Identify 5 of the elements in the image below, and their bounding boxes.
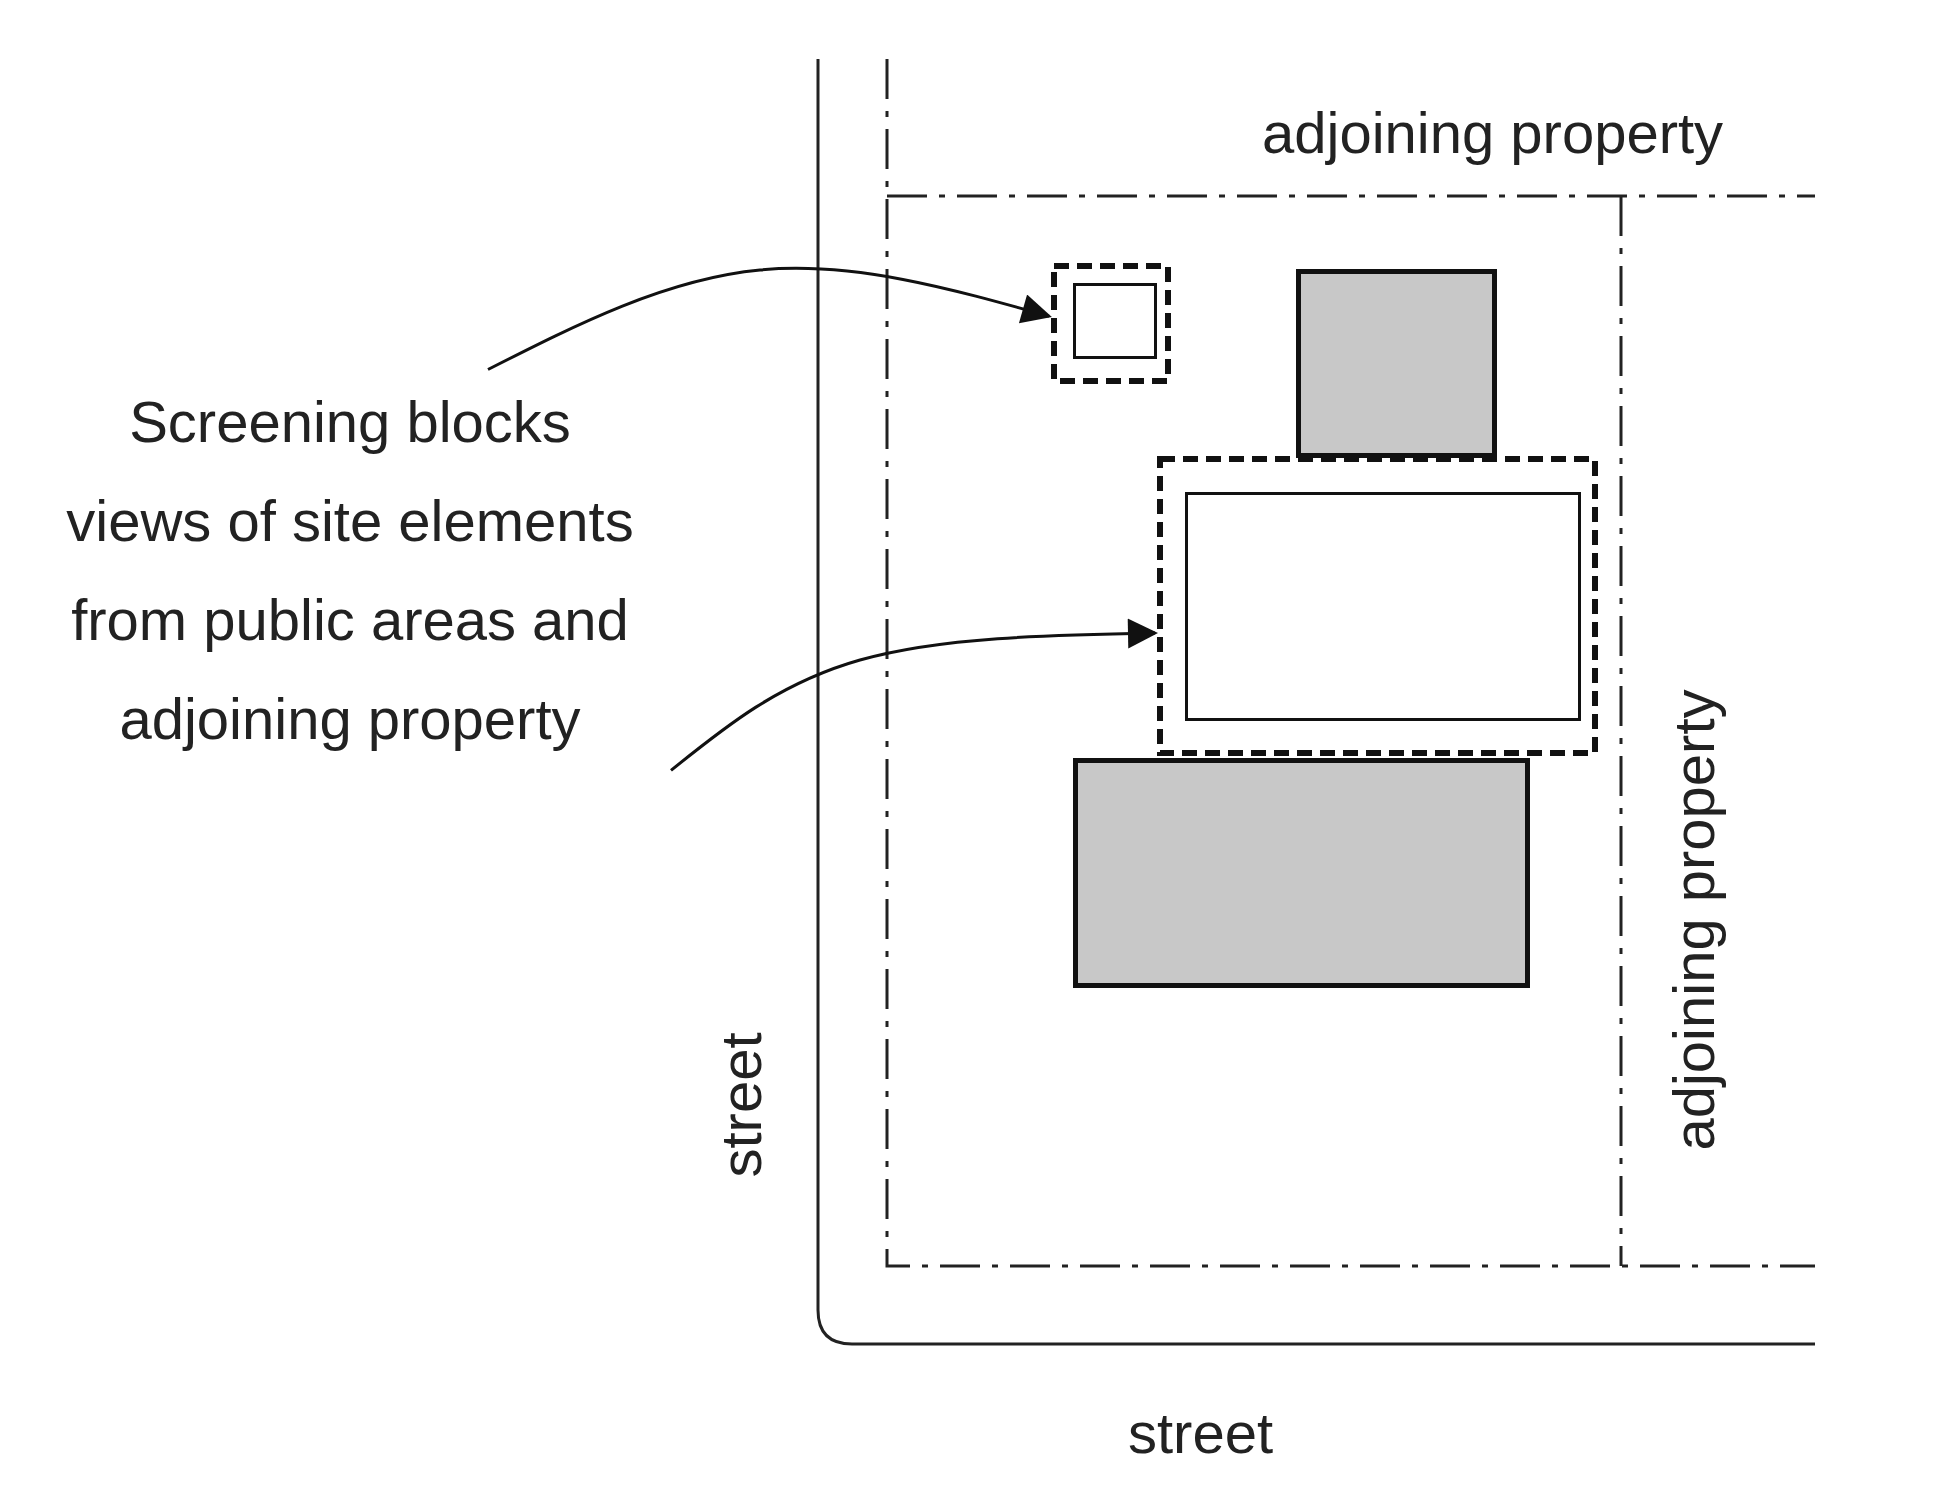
leader-arrow [670, 618, 1158, 772]
area-label: street [1128, 1404, 1274, 1462]
area-label: street [711, 1032, 770, 1178]
callout-text: Screening blocks views of site elements from public areas and adjoining property [65, 388, 635, 753]
leader-arrow [487, 266, 1052, 371]
